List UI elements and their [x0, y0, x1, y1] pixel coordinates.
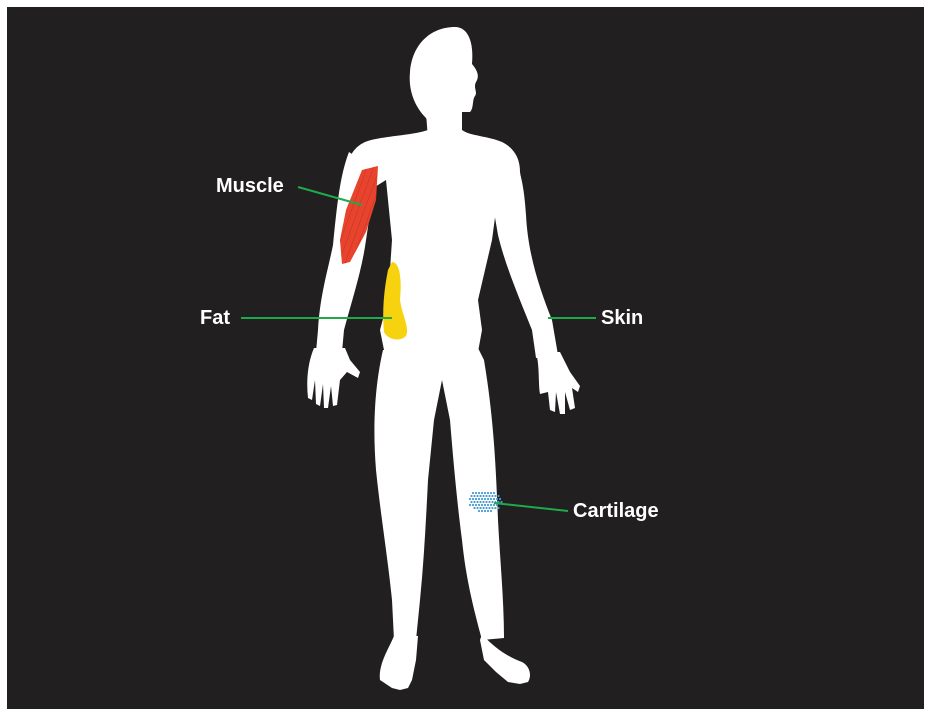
cartilage-dot	[473, 495, 475, 497]
cartilage-dot	[494, 495, 496, 497]
muscle-label: Muscle	[216, 176, 284, 196]
cartilage-dot	[484, 510, 486, 512]
right-foot	[480, 634, 530, 684]
cartilage-dot	[491, 501, 493, 503]
cartilage-dot	[476, 501, 478, 503]
cartilage-dot	[478, 504, 480, 506]
cartilage-dot	[482, 501, 484, 503]
cartilage-dot	[475, 504, 477, 506]
cartilage-dot	[478, 510, 480, 512]
cartilage-dot	[487, 510, 489, 512]
cartilage-leader-line	[494, 503, 568, 511]
cartilage-dot	[490, 492, 492, 494]
cartilage-dot	[472, 492, 474, 494]
cartilage-dot	[485, 501, 487, 503]
fat-label: Fat	[200, 308, 230, 328]
cartilage-dot	[488, 501, 490, 503]
cartilage-dot	[479, 507, 481, 509]
skin-label: Skin	[601, 308, 643, 328]
cartilage-dot	[481, 504, 483, 506]
cartilage-dot	[490, 498, 492, 500]
cartilage-dot	[496, 498, 498, 500]
cartilage-dot	[499, 498, 501, 500]
torso	[347, 130, 525, 358]
cartilage-dot	[490, 510, 492, 512]
cartilage-dot	[491, 507, 493, 509]
cartilage-dot	[469, 504, 471, 506]
cartilage-dot	[473, 507, 475, 509]
cartilage-dot	[478, 498, 480, 500]
cartilage-dot	[497, 495, 499, 497]
cartilage-dot	[472, 504, 474, 506]
cartilage-dot	[478, 492, 480, 494]
cartilage-dot	[479, 495, 481, 497]
cartilage-dot	[484, 492, 486, 494]
cartilage-dot	[488, 495, 490, 497]
human-silhouette	[307, 27, 580, 690]
cartilage-dot	[481, 510, 483, 512]
cartilage-dot	[484, 504, 486, 506]
cartilage-dot	[476, 507, 478, 509]
cartilage-label: Cartilage	[573, 501, 659, 521]
cartilage-dot	[487, 498, 489, 500]
cartilage-dot	[476, 495, 478, 497]
cartilage-dot	[490, 504, 492, 506]
cartilage-dot	[481, 492, 483, 494]
cartilage-dot	[470, 501, 472, 503]
right-arm	[492, 148, 558, 358]
cartilage-dot	[472, 498, 474, 500]
cartilage-dot	[484, 498, 486, 500]
cartilage-dot	[485, 507, 487, 509]
cartilage-dot	[475, 498, 477, 500]
cartilage-dot	[487, 504, 489, 506]
cartilage-dot	[482, 507, 484, 509]
cartilage-dot	[491, 495, 493, 497]
right-hand	[536, 352, 580, 414]
cartilage-dot	[481, 498, 483, 500]
cartilage-dot	[482, 495, 484, 497]
cartilage-dot	[473, 501, 475, 503]
cartilage-dot	[493, 504, 495, 506]
cartilage-dot	[470, 495, 472, 497]
cartilage-dot	[493, 492, 495, 494]
cartilage-dot	[494, 507, 496, 509]
left-hand	[307, 348, 360, 408]
left-foot	[380, 636, 418, 690]
cartilage-dot	[475, 492, 477, 494]
cartilage-dot	[469, 498, 471, 500]
cartilage-dot	[479, 501, 481, 503]
cartilage-dot	[497, 507, 499, 509]
cartilage-dot	[488, 507, 490, 509]
cartilage-dot	[485, 495, 487, 497]
cartilage-dot	[493, 498, 495, 500]
cartilage-dot	[487, 492, 489, 494]
